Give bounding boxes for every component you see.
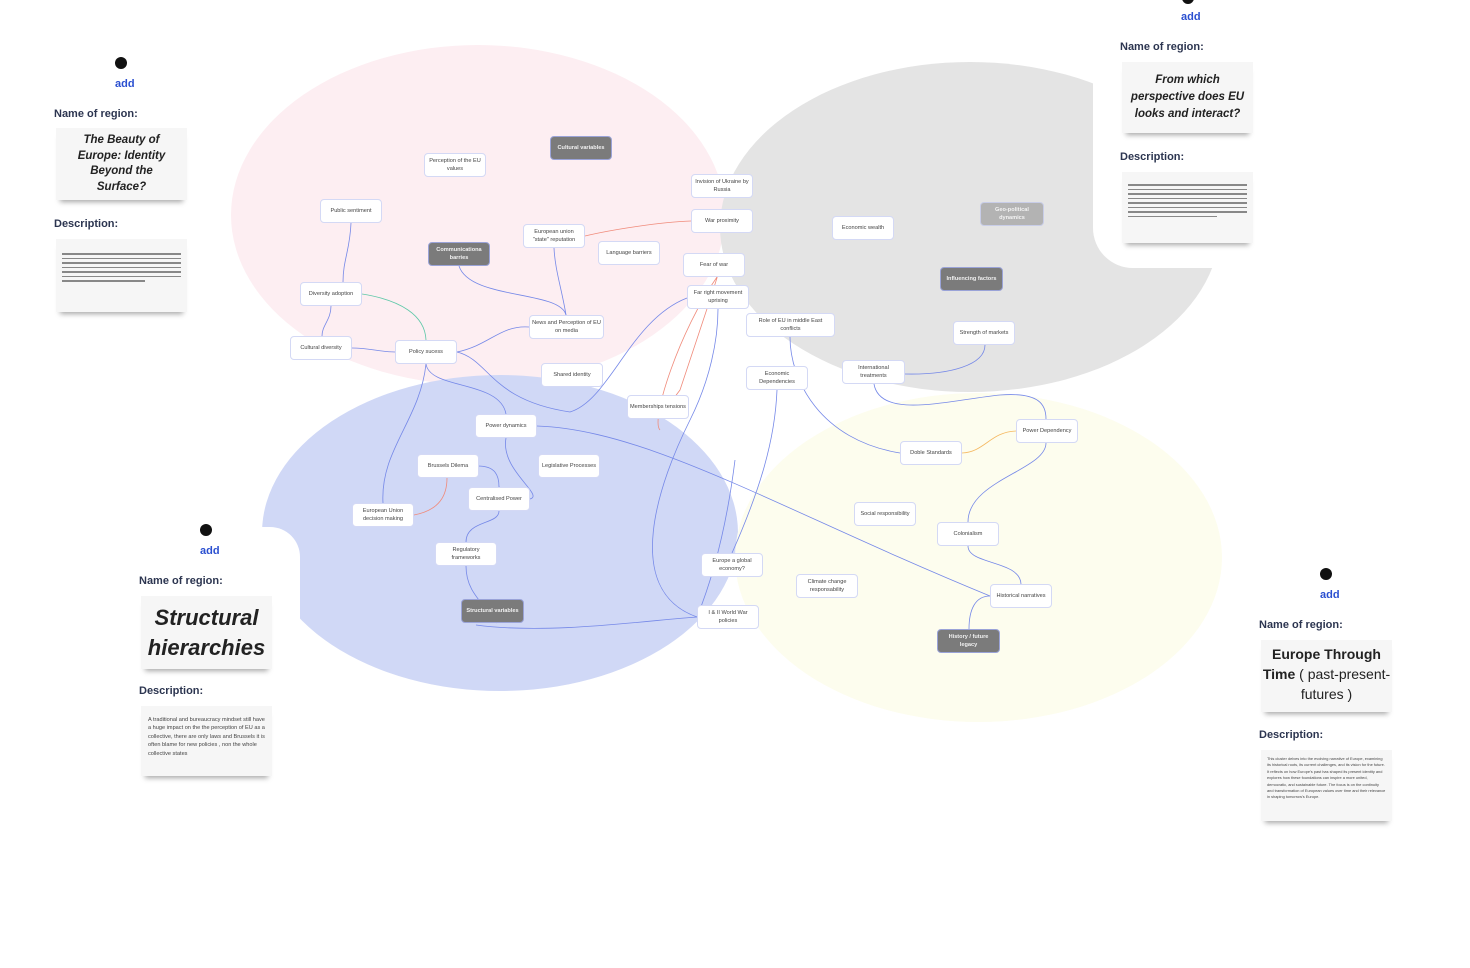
node-structural-variables[interactable]: Structural variables bbox=[461, 599, 524, 623]
anchor-dot[interactable] bbox=[1182, 0, 1194, 4]
node-economic-wealth[interactable]: Economic wealth bbox=[832, 216, 894, 240]
node-global-economy[interactable]: Europe a global economy? bbox=[701, 553, 763, 577]
add-link[interactable]: add bbox=[115, 78, 135, 90]
node-cultural-diversity[interactable]: Cultural diversity bbox=[290, 336, 352, 360]
edge bbox=[967, 545, 1022, 585]
node-shared-identity[interactable]: Shared identity bbox=[541, 363, 603, 387]
node-war-proximity[interactable]: War proximity bbox=[691, 209, 753, 233]
edge bbox=[789, 336, 901, 454]
edge bbox=[321, 305, 332, 337]
node-world-war-policies[interactable]: I & II World War policies bbox=[697, 605, 759, 629]
region-title-bold: Europe Through Time bbox=[1262, 646, 1381, 682]
edge bbox=[696, 459, 736, 618]
node-communication-barriers[interactable]: Communicationa barries bbox=[428, 242, 490, 266]
description-card[interactable]: This cluster delves into the evolving na… bbox=[1261, 750, 1392, 821]
edge bbox=[456, 326, 530, 353]
node-policy-success[interactable]: Policy sucess bbox=[395, 340, 457, 364]
edge bbox=[873, 383, 1047, 420]
anchor-dot[interactable] bbox=[115, 57, 127, 69]
name-of-region-label: Name of region: bbox=[1259, 619, 1343, 631]
edge bbox=[361, 293, 427, 341]
edge bbox=[342, 222, 352, 283]
region-title-card[interactable]: Structural hierarchies bbox=[141, 596, 272, 669]
description-card[interactable]: A traditional and bureaucracy mindset st… bbox=[141, 706, 272, 776]
region-title-card[interactable]: The Beauty of Europe: Identity Beyond th… bbox=[56, 128, 187, 200]
node-doble-standards[interactable]: Doble Standards bbox=[900, 441, 962, 465]
node-legislative-processes[interactable]: Legislative Processes bbox=[538, 454, 600, 478]
edge bbox=[475, 616, 698, 629]
node-far-right[interactable]: Far right movement uprising bbox=[687, 285, 749, 309]
node-eu-state-reputation[interactable]: European union "state" reputation bbox=[523, 224, 585, 248]
region-title-rest: ( past-present-futures ) bbox=[1295, 666, 1391, 702]
node-climate-change[interactable]: Climate change responsability bbox=[796, 574, 858, 598]
node-social-responsibility[interactable]: Social responsibility bbox=[854, 502, 916, 526]
node-influencing-factors[interactable]: Influencing factors bbox=[940, 267, 1003, 291]
description-label: Description: bbox=[139, 685, 204, 697]
node-diversity-adoption[interactable]: Diversity adoption bbox=[300, 282, 362, 306]
description-label: Description: bbox=[1259, 729, 1324, 741]
edge bbox=[961, 430, 1017, 454]
node-eu-decision-making[interactable]: European Union decision making bbox=[352, 503, 414, 527]
edge bbox=[458, 265, 567, 316]
region-title-card[interactable]: Europe Through Time ( past-present-futur… bbox=[1261, 640, 1392, 712]
node-power-dynamics[interactable]: Power dynamics bbox=[475, 414, 537, 438]
node-fear-of-war[interactable]: Fear of war bbox=[683, 253, 745, 277]
node-membership-tensions[interactable]: Memberships tensions bbox=[627, 395, 689, 419]
edge bbox=[536, 425, 991, 597]
node-economic-dependencies[interactable]: Economic Dependencies bbox=[746, 366, 808, 390]
edge bbox=[968, 595, 991, 630]
edge bbox=[498, 437, 534, 500]
node-perception-eu-values[interactable]: Perception of the EU values bbox=[424, 153, 486, 177]
node-middle-east[interactable]: Role of EU in middle East conflicts bbox=[746, 313, 835, 337]
anchor-dot[interactable] bbox=[200, 524, 212, 536]
node-public-sentiment[interactable]: Public sentiment bbox=[320, 199, 382, 223]
node-strength-markets[interactable]: Strength of markets bbox=[953, 321, 1015, 345]
node-historical-narratives[interactable]: Historical narratives bbox=[990, 584, 1052, 608]
node-power-dependency[interactable]: Power Dependency bbox=[1016, 419, 1078, 443]
edge bbox=[731, 389, 778, 554]
edge bbox=[425, 363, 507, 415]
description-label: Description: bbox=[1120, 151, 1185, 163]
name-of-region-label: Name of region: bbox=[139, 575, 223, 587]
name-of-region-label: Name of region: bbox=[54, 108, 138, 120]
edge bbox=[652, 308, 719, 618]
edge bbox=[477, 465, 500, 488]
node-history-future-legacy[interactable]: History / future legacy bbox=[937, 629, 1000, 653]
node-geopolitical-dynamics[interactable]: Geo-political dynamics bbox=[980, 202, 1044, 226]
node-centralised-power[interactable]: Centralised Power bbox=[468, 487, 530, 511]
node-cultural-variables[interactable]: Cultural variables bbox=[550, 136, 612, 160]
edge bbox=[456, 297, 688, 413]
description-card-placeholder[interactable] bbox=[1122, 172, 1253, 243]
node-ukraine-invasion[interactable]: Invision of Ukraine by Russia bbox=[691, 174, 753, 198]
edge bbox=[553, 247, 567, 316]
edge bbox=[413, 477, 448, 516]
region-title-card[interactable]: From which perspective does EU looks and… bbox=[1122, 62, 1253, 133]
node-brussels-dilema[interactable]: Brussels Dilema bbox=[417, 454, 479, 478]
edge bbox=[382, 363, 427, 504]
region-pink-blob bbox=[231, 45, 725, 385]
description-card-placeholder[interactable] bbox=[56, 239, 187, 312]
description-label: Description: bbox=[54, 218, 119, 230]
add-link[interactable]: add bbox=[1181, 11, 1201, 23]
node-regulatory-frameworks[interactable]: Regulatory frameworks bbox=[435, 542, 497, 566]
edge bbox=[967, 442, 1047, 523]
add-link[interactable]: add bbox=[1320, 589, 1340, 601]
edge bbox=[904, 344, 986, 375]
node-international-treatments[interactable]: International treatments bbox=[842, 360, 905, 384]
add-link[interactable]: add bbox=[200, 545, 220, 557]
edge bbox=[584, 220, 692, 237]
node-colonialism[interactable]: Colonialism bbox=[937, 522, 999, 546]
name-of-region-label: Name of region: bbox=[1120, 41, 1204, 53]
node-language-barriers[interactable]: Language barriers bbox=[598, 241, 660, 265]
edge bbox=[351, 347, 396, 353]
edge bbox=[465, 510, 500, 543]
anchor-dot[interactable] bbox=[1320, 568, 1332, 580]
node-news-perception[interactable]: News and Perception of EU on media bbox=[529, 315, 604, 339]
